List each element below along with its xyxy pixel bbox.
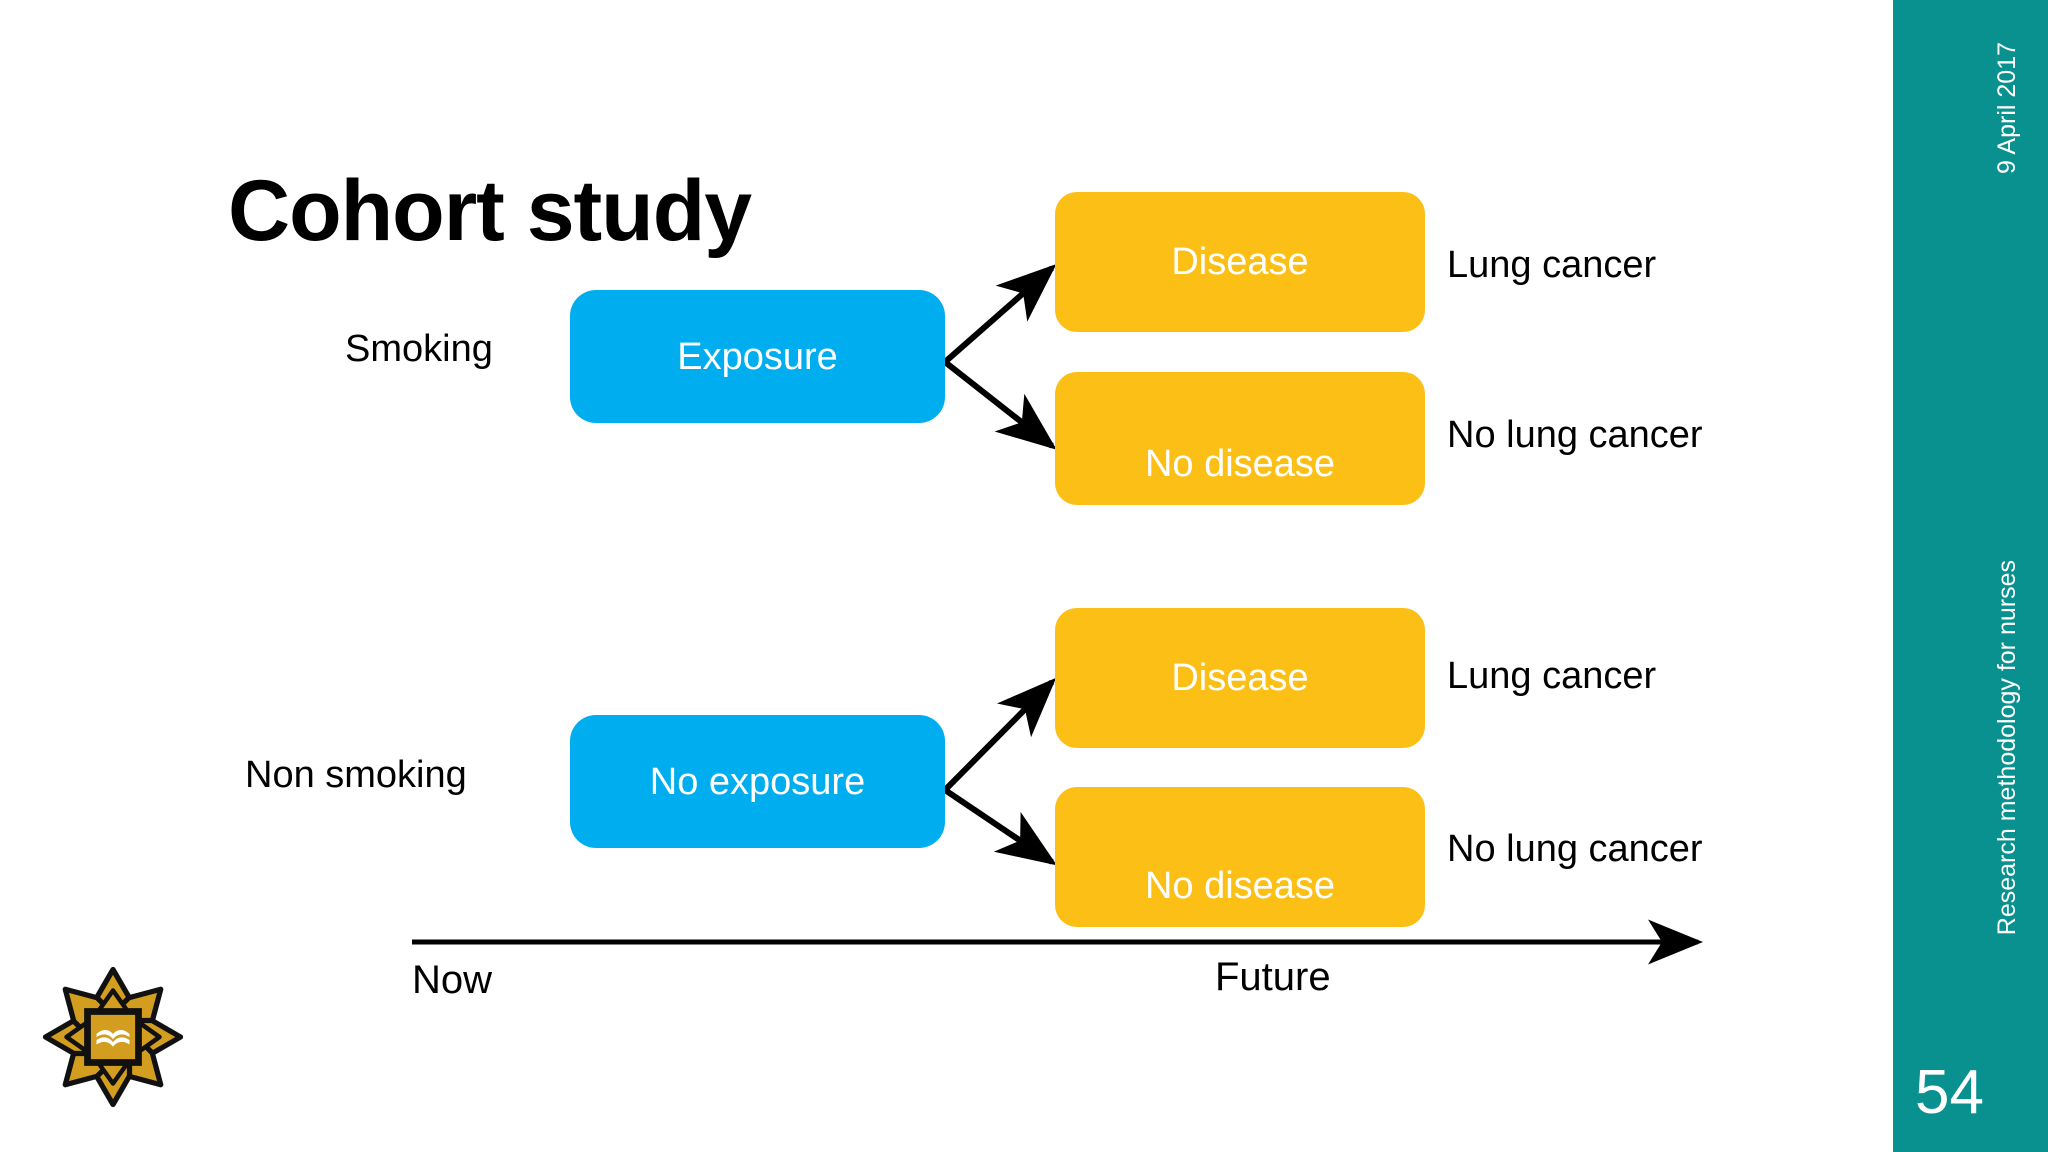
node-disease-unexposed[interactable]: Disease: [1055, 608, 1425, 748]
group-label-smoking: Smoking: [345, 328, 493, 370]
node-no-disease-exposed[interactable]: No disease: [1055, 372, 1425, 505]
outcome-label-lung-cancer-unexposed: Lung cancer: [1447, 655, 1657, 697]
arrow-exposure-to-no-disease: [943, 359, 1057, 450]
outcome-label-no-lung-cancer-unexposed: No lung cancer: [1447, 828, 1703, 870]
quran-floral-star-logo: [42, 966, 184, 1108]
sidebar-subject-title: Research methodology for nurses: [1993, 560, 2021, 936]
node-disease-exposed[interactable]: Disease: [1055, 192, 1425, 332]
node-no-disease-unexposed[interactable]: No disease: [1055, 787, 1425, 927]
timeline-label-now: Now: [412, 958, 493, 1002]
arrow-no-exposure-to-no-disease: [943, 787, 1057, 866]
arrow-exposure-to-disease: [943, 264, 1057, 365]
right-sidebar: 9 April 2017 Research methodology for nu…: [1893, 0, 2048, 1152]
node-no-exposure[interactable]: No exposure: [570, 715, 945, 848]
timeline-label-future: Future: [1215, 955, 1331, 999]
sidebar-date: 9 April 2017: [1993, 42, 2021, 175]
outcome-label-lung-cancer-exposed: Lung cancer: [1447, 244, 1657, 286]
node-exposure[interactable]: Exposure: [570, 290, 945, 423]
page-title: Cohort study: [228, 163, 752, 259]
page-number: 54: [1915, 1058, 1984, 1127]
arrow-no-exposure-to-disease: [942, 677, 1057, 793]
outcome-label-no-lung-cancer-exposed: No lung cancer: [1447, 414, 1703, 456]
group-label-non-smoking: Non smoking: [245, 754, 467, 796]
